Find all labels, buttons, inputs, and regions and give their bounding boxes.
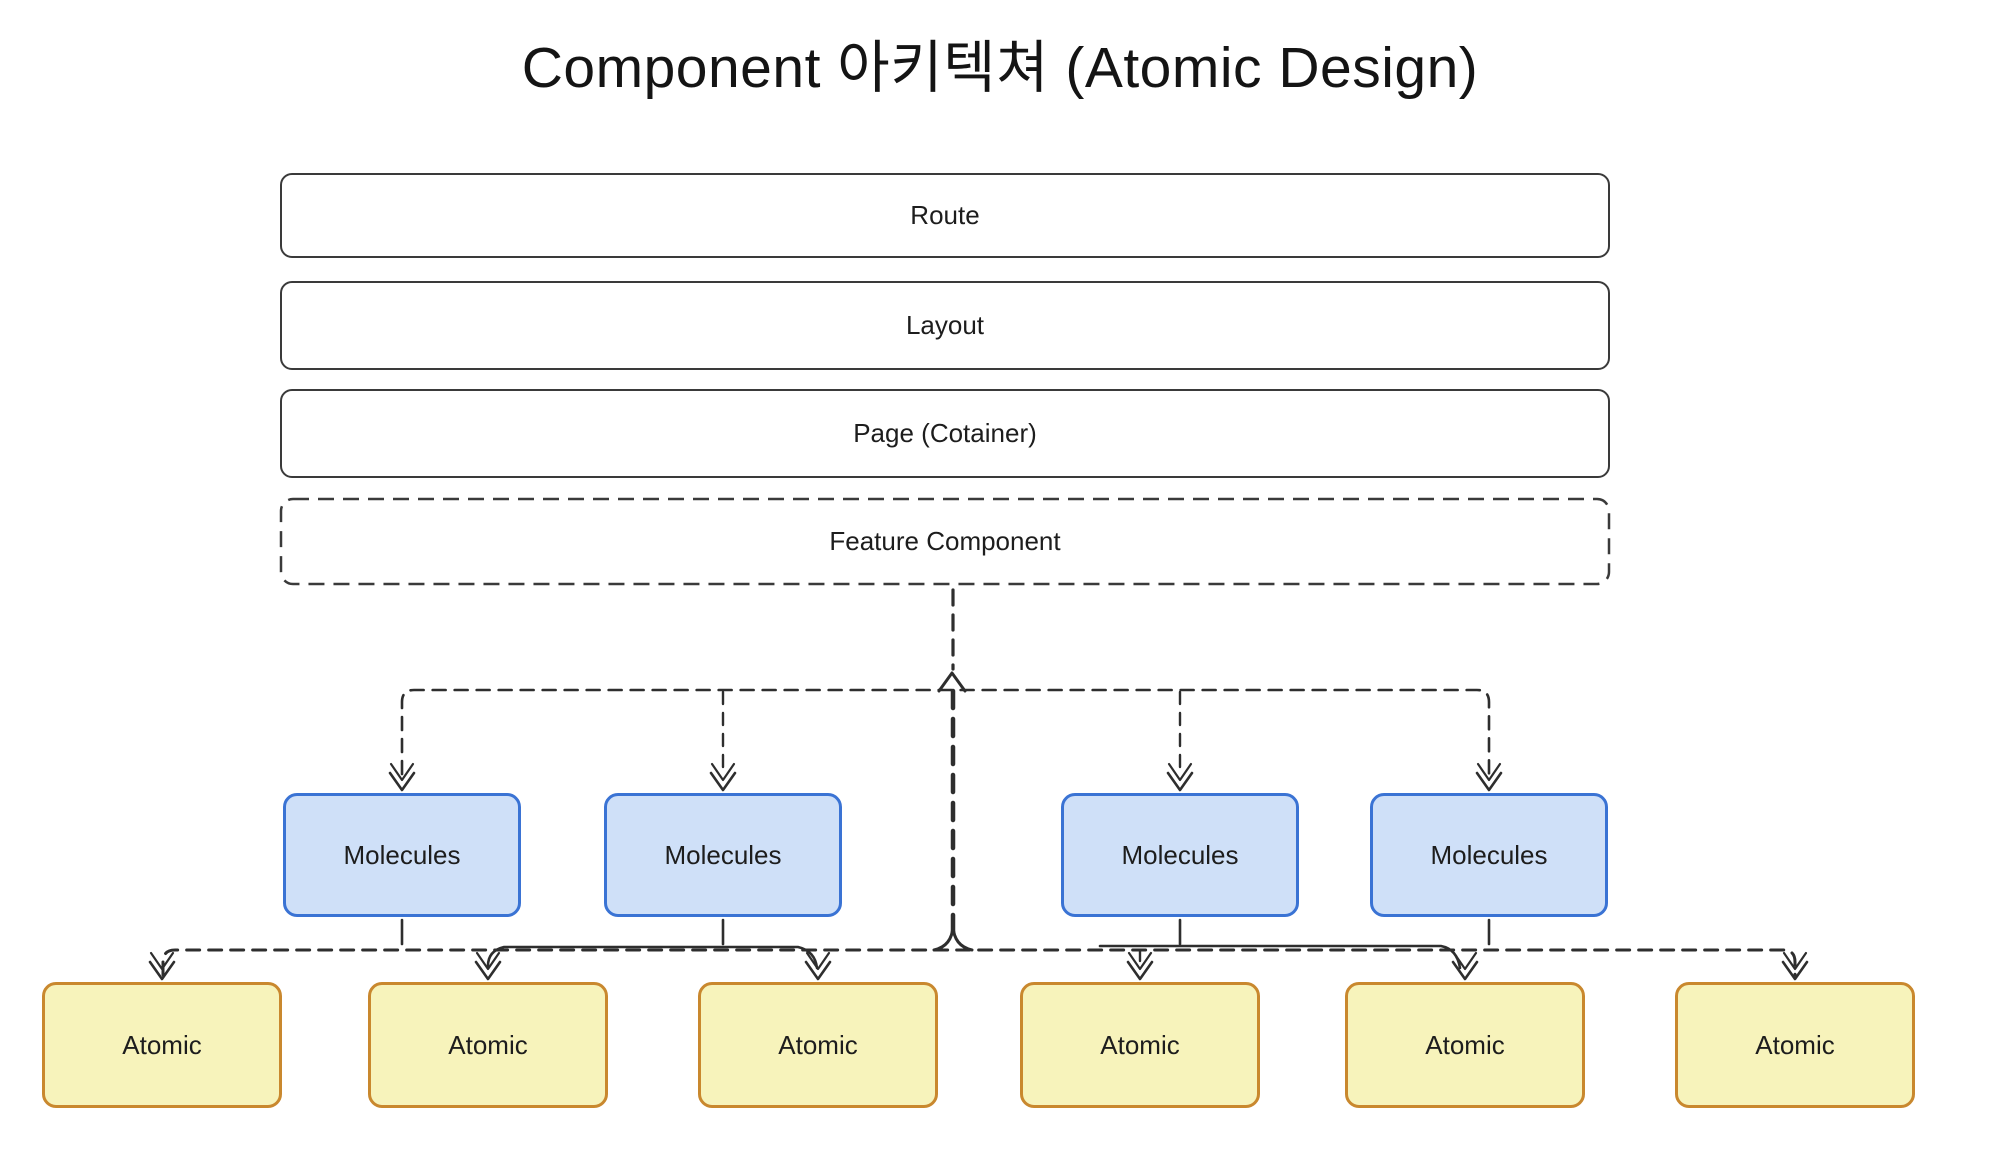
arrowhead-down-icon	[1782, 951, 1808, 971]
node-atomic-4: Atomic	[1020, 982, 1260, 1108]
node-atomic-3-label: Atomic	[778, 1029, 858, 1060]
arrowhead-down-icon	[1167, 762, 1193, 782]
arrowhead-down-icon	[1166, 771, 1194, 792]
node-page-container-label: Page (Cotainer)	[853, 418, 1037, 448]
arrowhead-down-icon	[149, 951, 175, 971]
arrowhead-down-icon	[148, 960, 176, 981]
arrowhead-down-icon	[710, 762, 736, 782]
node-molecules-1: Molecules	[283, 793, 521, 917]
node-route: Route	[280, 173, 1610, 258]
arrowhead-down-icon	[1452, 951, 1478, 971]
arrowhead-down-icon	[805, 951, 831, 971]
arrowhead-down-icon	[709, 771, 737, 792]
node-molecules-3-label: Molecules	[1121, 839, 1239, 870]
node-atomic-4-label: Atomic	[1100, 1029, 1180, 1060]
node-atomic-6-label: Atomic	[1755, 1029, 1835, 1060]
node-atomic-3: Atomic	[698, 982, 938, 1108]
connector-atomic-bus	[161, 948, 1797, 977]
node-layout-label: Layout	[905, 310, 985, 340]
node-atomic-2-label: Atomic	[448, 1029, 528, 1060]
node-atomic-2: Atomic	[368, 982, 608, 1108]
connector-overlay-a	[486, 945, 819, 970]
arrowhead-down-icon	[474, 960, 502, 981]
node-page-container: Page (Cotainer)	[280, 389, 1610, 478]
node-molecules-4: Molecules	[1370, 793, 1608, 917]
arrowhead-down-icon	[804, 960, 832, 981]
node-molecules-3: Molecules	[1061, 793, 1299, 917]
arrowhead-down-icon	[389, 762, 415, 782]
node-route-label: Route	[910, 200, 980, 230]
connector-molecules-bus	[400, 688, 1491, 776]
arrowhead-down-icon	[1127, 951, 1153, 971]
arrowhead-up-icon	[937, 671, 967, 693]
arrowhead-down-icon	[475, 951, 501, 971]
arrowhead-down-icon	[1475, 771, 1503, 792]
node-feature-component-label: Feature Component	[829, 526, 1061, 556]
arrowhead-down-icon	[388, 771, 416, 792]
arrowhead-down-icon	[1451, 960, 1479, 981]
node-molecules-4-label: Molecules	[1430, 839, 1548, 870]
node-molecules-2: Molecules	[604, 793, 842, 917]
arrowhead-down-icon	[1126, 960, 1154, 981]
connector-center-merge-left	[932, 924, 955, 952]
node-atomic-6: Atomic	[1675, 982, 1915, 1108]
arrowhead-down-icon	[1781, 960, 1809, 981]
node-molecules-1-label: Molecules	[343, 839, 461, 870]
node-feature-component: Feature Component	[280, 499, 1610, 584]
node-atomic-1-label: Atomic	[122, 1029, 202, 1060]
node-atomic-1: Atomic	[42, 982, 282, 1108]
arrowhead-down-icon	[1476, 762, 1502, 782]
feature-component-dashed-border	[279, 497, 1611, 586]
node-atomic-5: Atomic	[1345, 982, 1585, 1108]
node-molecules-2-label: Molecules	[664, 839, 782, 870]
connector-center-merge-right	[951, 924, 974, 952]
connector-overlay-b	[1098, 944, 1462, 970]
diagram-title: Component 아키텍쳐 (Atomic Design)	[521, 36, 1479, 100]
node-atomic-5-label: Atomic	[1425, 1029, 1505, 1060]
node-layout: Layout	[280, 281, 1610, 370]
